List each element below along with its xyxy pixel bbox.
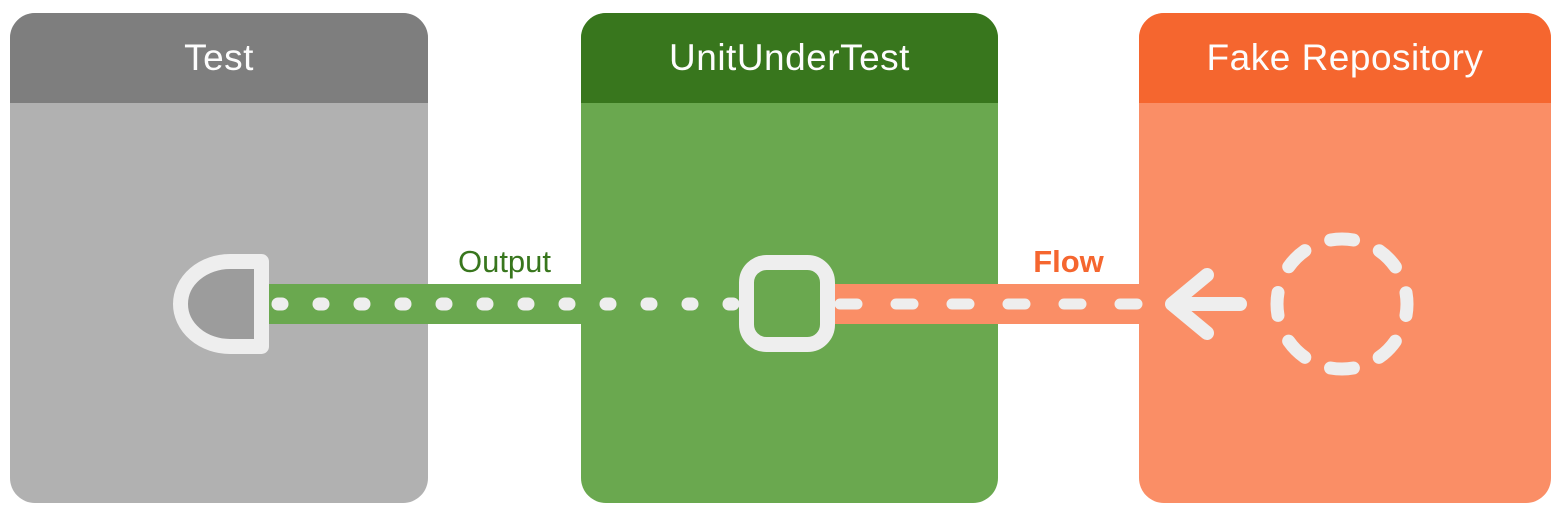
box-test-title: Test <box>184 37 254 78</box>
box-fake-repository-header: Fake Repository <box>1139 13 1551 103</box>
box-unit-under-test-header: UnitUnderTest <box>581 13 998 103</box>
output-label: Output <box>457 244 552 279</box>
box-fake-repository-title: Fake Repository <box>1206 37 1484 78</box>
box-unit-under-test-title: UnitUnderTest <box>669 37 910 78</box>
box-test: Test <box>10 13 428 503</box>
box-unit-under-test: UnitUnderTest <box>581 13 998 503</box>
box-fake-repository: Fake Repository <box>1139 13 1551 503</box>
flow-connection-band <box>835 284 1141 324</box>
box-test-header: Test <box>10 13 428 103</box>
flow-label: Flow <box>1033 244 1104 279</box>
output-connection-band <box>266 284 582 324</box>
